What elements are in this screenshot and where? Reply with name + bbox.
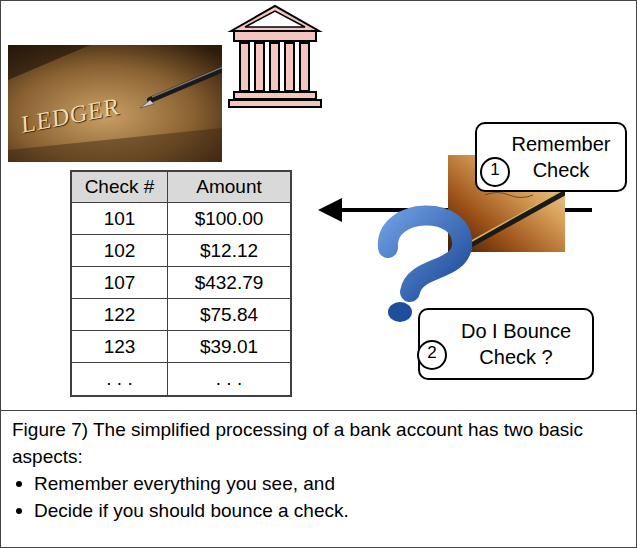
table-text: . . .	[216, 368, 242, 390]
step-circle: 2	[417, 340, 447, 370]
callout-number: 1	[482, 159, 508, 181]
table-text: $432.79	[195, 272, 264, 294]
table-text: . . .	[106, 368, 132, 390]
table-cell: $12.12	[168, 235, 290, 267]
table-text: 102	[104, 240, 136, 262]
table-header-cell: Check #	[72, 172, 168, 203]
table-cell: 123	[72, 331, 168, 363]
bank-icon	[229, 6, 321, 107]
table-text: 122	[104, 304, 136, 326]
table-text: $12.12	[200, 240, 258, 262]
table-cell: $432.79	[168, 267, 290, 299]
bullet-row: Remember everything you see, and	[12, 470, 626, 497]
table-cell: 102	[72, 235, 168, 267]
table-cell: $39.01	[168, 331, 290, 363]
table-cell: 107	[72, 267, 168, 299]
table-cell: . . .	[72, 363, 168, 395]
table-text: $100.00	[195, 208, 264, 230]
question-mark	[388, 215, 462, 322]
table-cell: 122	[72, 299, 168, 331]
table-cell: $100.00	[168, 203, 290, 235]
callout-text: Remember Check	[505, 131, 617, 183]
table-cell: . . .	[168, 363, 290, 395]
arrow-head	[318, 198, 342, 222]
table-cell: 101	[72, 203, 168, 235]
bullet-text: Decide if you should bounce a check.	[34, 497, 626, 524]
table-text: 107	[104, 272, 136, 294]
ledger-photo	[8, 45, 222, 162]
figure-caption: Figure 7) The simplified processing of a…	[12, 416, 626, 470]
table-text: Amount	[196, 176, 261, 198]
table-text: $39.01	[200, 336, 258, 358]
bullet-dot	[16, 508, 22, 514]
table-text: 123	[104, 336, 136, 358]
bullet-row: Decide if you should bounce a check.	[12, 497, 626, 524]
table-text: 101	[104, 208, 136, 230]
callout-box: Remember Check1	[475, 122, 627, 192]
callout-number: 2	[419, 342, 445, 364]
ledger-table: Check # Amount 101 $100.00 102 $12.12 107 $432.…	[70, 170, 292, 397]
table-header-cell: Amount	[168, 172, 290, 203]
bullet-text: Remember everything you see, and	[34, 470, 626, 497]
callout-text: Do I Bounce Check ?	[450, 318, 582, 370]
table-text: Check #	[85, 176, 155, 198]
callout-box: Do I Bounce Check ?2	[418, 308, 594, 380]
bullet-dot	[16, 481, 22, 487]
table-text: $75.84	[200, 304, 258, 326]
divider	[0, 410, 637, 411]
table-cell: $75.84	[168, 299, 290, 331]
step-circle: 1	[480, 157, 510, 187]
